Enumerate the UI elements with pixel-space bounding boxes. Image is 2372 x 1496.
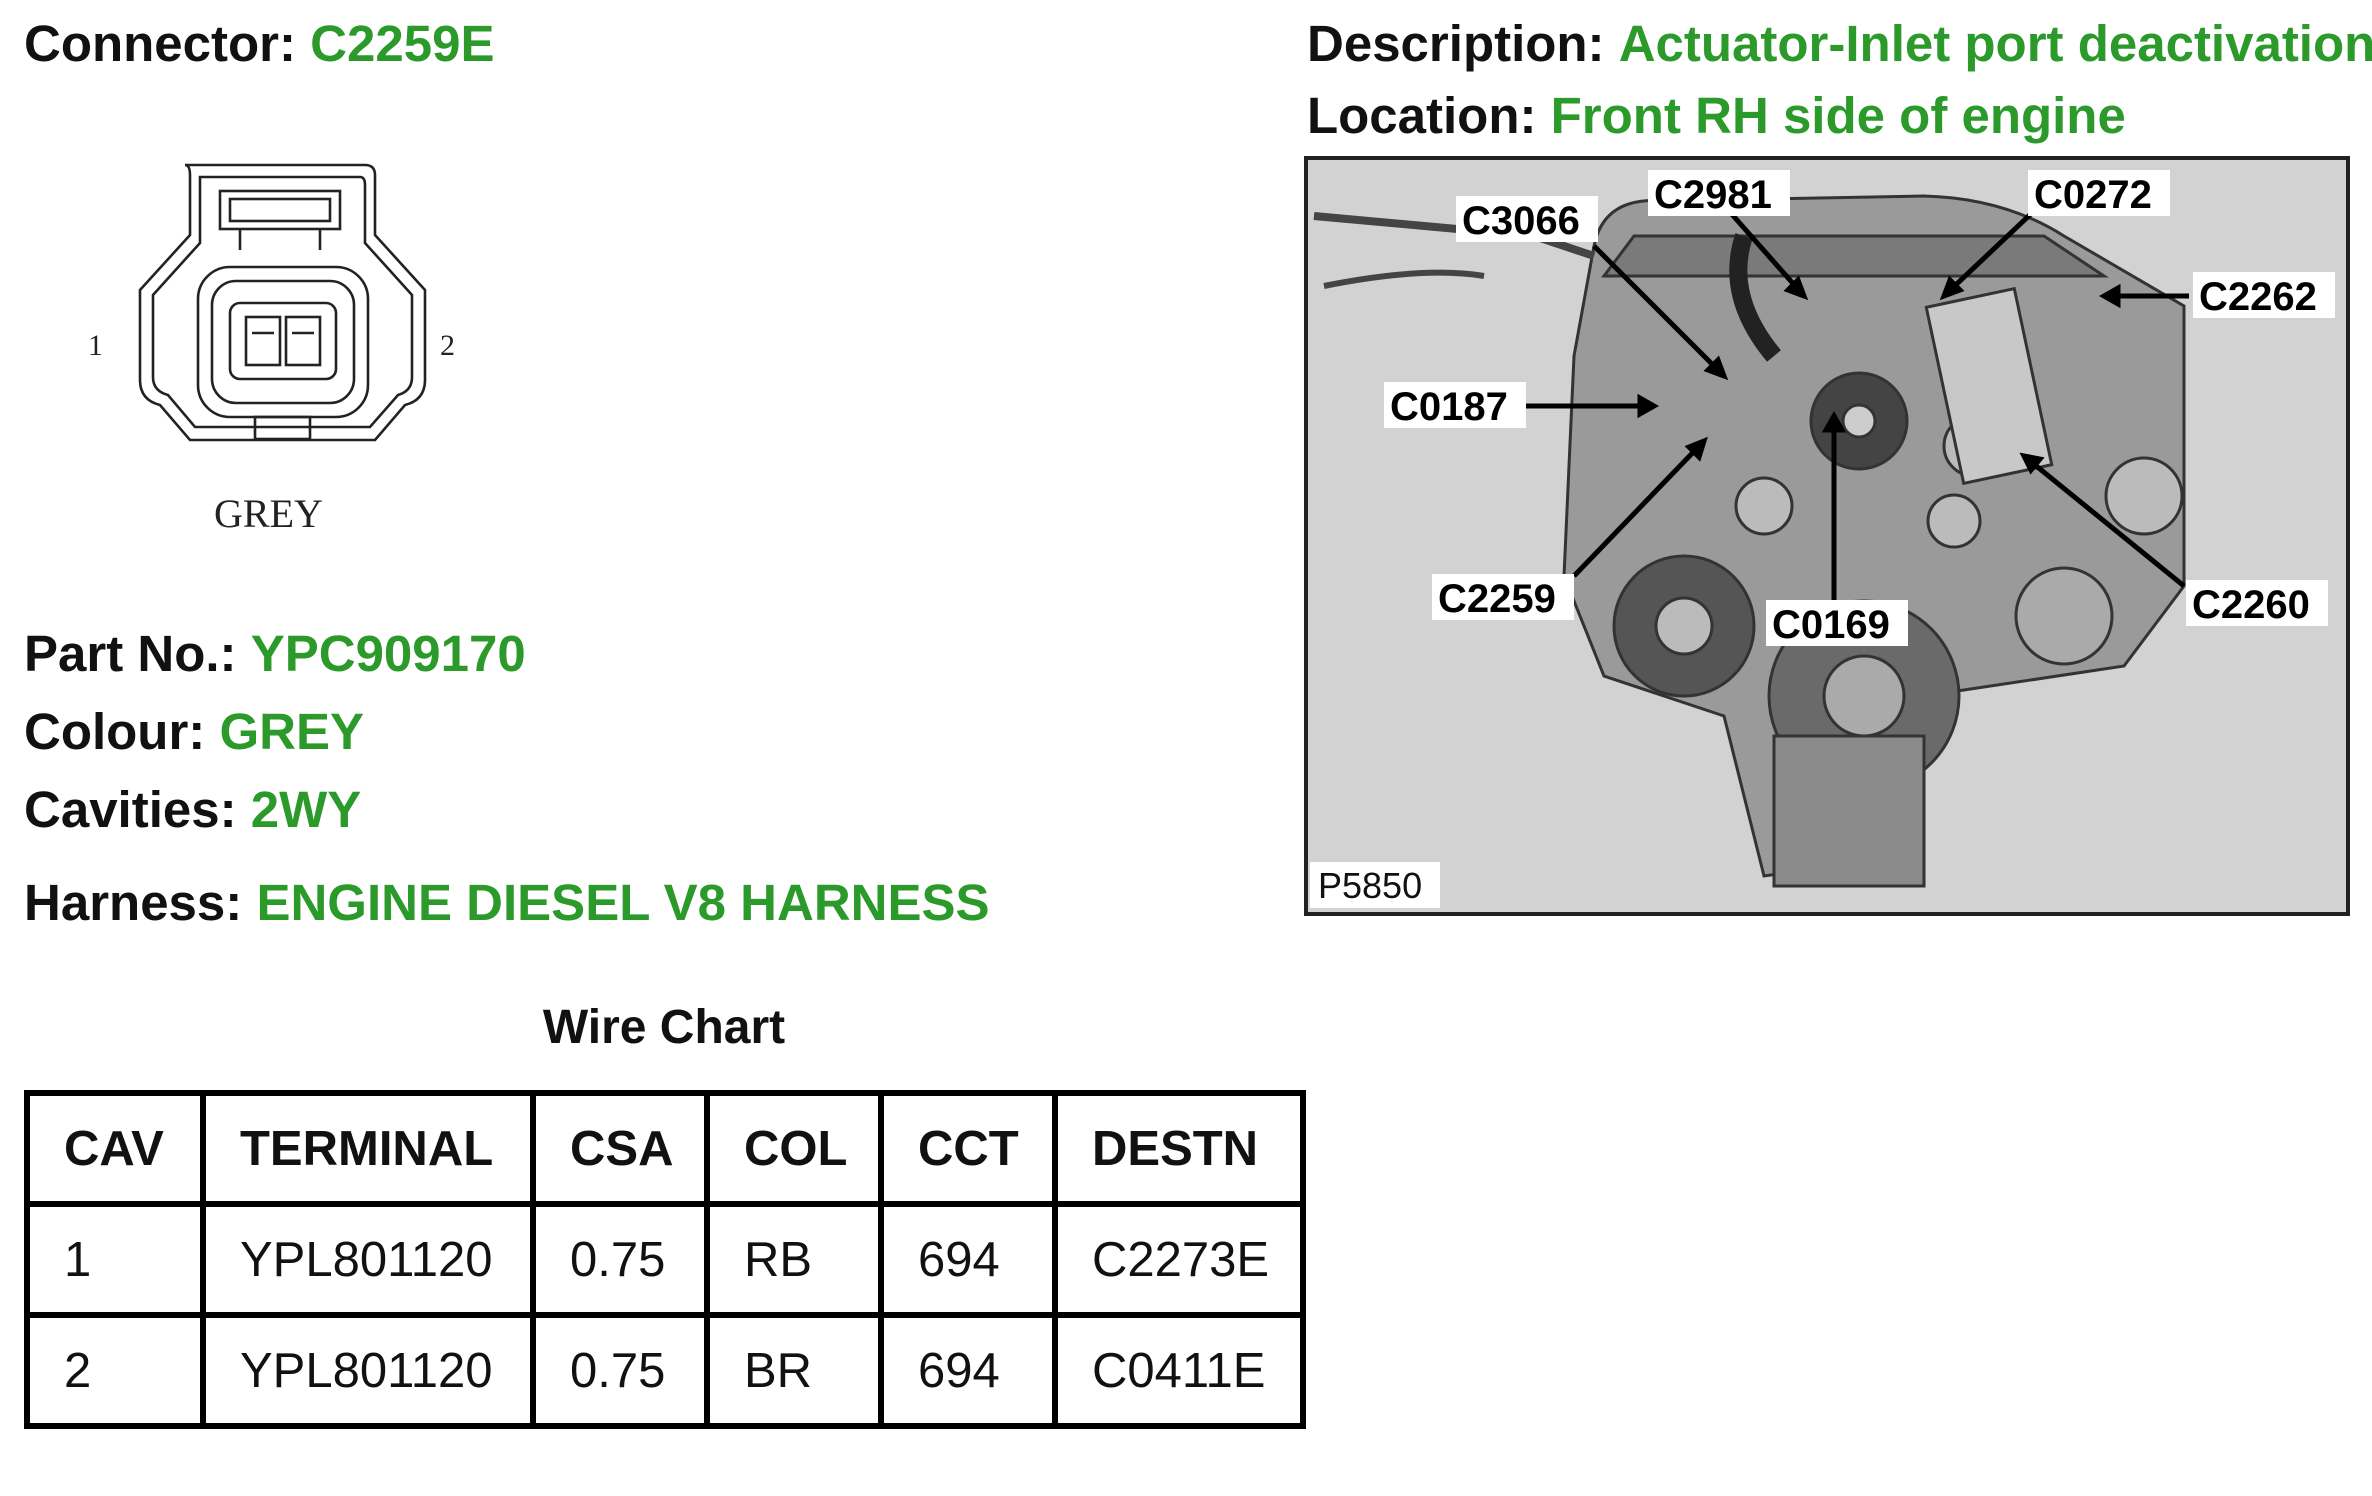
part-no-field: Part No.: YPC909170 bbox=[24, 624, 526, 683]
wire-chart-title: Wire Chart bbox=[542, 1001, 786, 1054]
table-header-row: CAV TERMINAL CSA COL CCT DESTN bbox=[24, 1090, 1306, 1207]
colour-field: Colour: GREY bbox=[24, 702, 364, 761]
table-row: 1 YPL801120 0.75 RB 694 C2273E bbox=[24, 1201, 1306, 1318]
pin-2-label: 2 bbox=[440, 329, 455, 362]
harness-value: ENGINE DIESEL V8 HARNESS bbox=[256, 874, 990, 931]
engine-location-photo: C2981 C0272 C3066 C2262 C0187 C2259 C016… bbox=[1304, 156, 2350, 916]
location-label: Location: bbox=[1307, 87, 1537, 144]
location-field: Location: Front RH side of engine bbox=[1307, 86, 2126, 145]
callout-c2262: C2262 bbox=[2199, 275, 2317, 319]
cell-col: BR bbox=[704, 1312, 884, 1429]
cell-terminal: YPL801120 bbox=[200, 1312, 536, 1429]
header-csa: CSA bbox=[530, 1090, 710, 1207]
cell-cav: 1 bbox=[24, 1201, 206, 1318]
callout-c2981: C2981 bbox=[1654, 173, 1772, 217]
pin-1-label: 1 bbox=[90, 329, 103, 362]
cavities-field: Cavities: 2WY bbox=[24, 780, 361, 839]
description-value: Actuator-Inlet port deactivation bbox=[1618, 15, 2372, 72]
cell-csa: 0.75 bbox=[530, 1312, 710, 1429]
callout-arrows bbox=[1524, 209, 2189, 616]
header-cct: CCT bbox=[878, 1090, 1058, 1207]
header-destn: DESTN bbox=[1052, 1090, 1306, 1207]
callout-c0187: C0187 bbox=[1390, 385, 1508, 429]
part-no-value: YPC909170 bbox=[250, 625, 526, 682]
cavities-label: Cavities: bbox=[24, 781, 237, 838]
callout-c0272: C0272 bbox=[2034, 173, 2152, 217]
description-field: Description: Actuator-Inlet port deactiv… bbox=[1307, 14, 2372, 73]
cell-destn: C2273E bbox=[1052, 1201, 1306, 1318]
part-no-label: Part No.: bbox=[24, 625, 237, 682]
connector-face-diagram: 1 2 GREY bbox=[90, 163, 455, 536]
table-row: 2 YPL801120 0.75 BR 694 C0411E bbox=[24, 1312, 1306, 1429]
cell-destn: C0411E bbox=[1052, 1312, 1306, 1429]
connector-field: Connector: C2259E bbox=[24, 14, 494, 73]
cell-cct: 694 bbox=[878, 1201, 1058, 1318]
header-terminal: TERMINAL bbox=[200, 1090, 536, 1207]
harness-field: Harness: ENGINE DIESEL V8 HARNESS bbox=[24, 873, 990, 932]
connector-label: Connector: bbox=[24, 15, 296, 72]
photo-reference: P5850 bbox=[1318, 865, 1422, 906]
callout-c2260: C2260 bbox=[2192, 583, 2310, 627]
diagram-colour-label: GREY bbox=[214, 491, 323, 536]
cell-cct: 694 bbox=[878, 1312, 1058, 1429]
callout-c2259: C2259 bbox=[1438, 577, 1556, 621]
header-col: COL bbox=[704, 1090, 884, 1207]
location-value: Front RH side of engine bbox=[1550, 87, 2126, 144]
header-cav: CAV bbox=[24, 1090, 206, 1207]
callout-c3066: C3066 bbox=[1462, 199, 1580, 243]
description-label: Description: bbox=[1307, 15, 1605, 72]
cell-col: RB bbox=[704, 1201, 884, 1318]
colour-value: GREY bbox=[219, 703, 365, 760]
harness-label: Harness: bbox=[24, 874, 243, 931]
colour-label: Colour: bbox=[24, 703, 206, 760]
cell-cav: 2 bbox=[24, 1312, 206, 1429]
callout-c0169: C0169 bbox=[1772, 603, 1890, 647]
cell-terminal: YPL801120 bbox=[200, 1201, 536, 1318]
connector-value: C2259E bbox=[310, 15, 495, 72]
cavities-value: 2WY bbox=[250, 781, 362, 838]
wire-chart-table: CAV TERMINAL CSA COL CCT DESTN 1 YPL8011… bbox=[24, 1090, 1306, 1429]
cell-csa: 0.75 bbox=[530, 1201, 710, 1318]
